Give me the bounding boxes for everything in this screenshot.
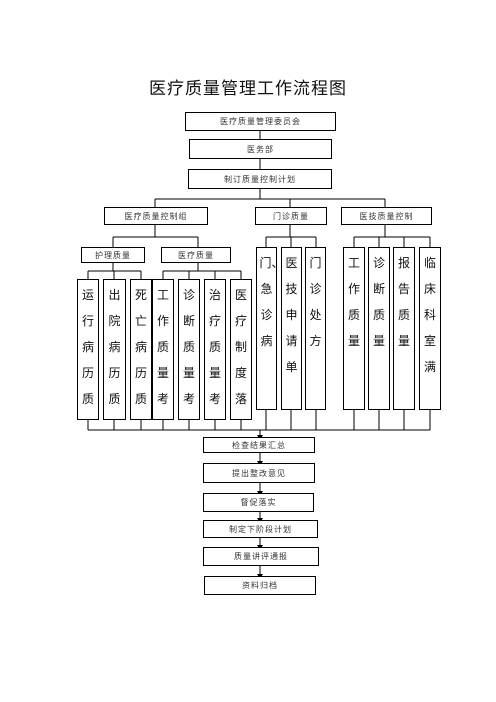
step-label-3: 督促落实 (240, 498, 277, 507)
column-box-2: 出院病历质 (103, 279, 126, 420)
column-box-6: 治疗质量考 (204, 279, 226, 420)
column-label-4: 工作质量考 (156, 288, 169, 406)
column-label-13: 报告质量 (397, 256, 410, 348)
column-box-14: 临床科室满 (419, 247, 441, 410)
column-label-10: 门诊处方 (309, 256, 322, 348)
nursing-quality-box: 护理质量 (81, 247, 145, 263)
step-box-6: 资料归档 (204, 576, 316, 595)
medical-quality-box: 医疗质量 (161, 247, 231, 263)
medical-quality-label: 医疗质量 (178, 250, 214, 260)
step-box-5: 质量讲评通报 (203, 547, 319, 566)
column-box-11: 工作质量 (343, 247, 365, 410)
step-label-5: 质量讲评通报 (234, 552, 288, 561)
step-label-6: 资料归档 (242, 581, 278, 590)
column-label-11: 工作质量 (347, 256, 360, 348)
medical-affairs-label: 医务部 (247, 144, 274, 154)
column-label-2: 出院病历质 (108, 288, 121, 406)
medical-qc-group-box: 医疗质量控制组 (104, 207, 208, 225)
column-label-12: 诊断质量 (372, 256, 385, 348)
committee-label: 医疗质量管理委员会 (220, 117, 301, 126)
plan-label: 制订质量控制计划 (224, 174, 296, 184)
column-box-5: 诊断质量考 (178, 279, 200, 420)
medtech-qc-label: 医技质量控制 (359, 211, 414, 221)
plan-box: 制订质量控制计划 (188, 169, 332, 189)
column-box-12: 诊断质量 (368, 247, 390, 410)
step-label-4: 制定下阶段计划 (229, 524, 292, 534)
medical-affairs-box: 医务部 (189, 139, 332, 159)
nursing-quality-label: 护理质量 (95, 250, 131, 260)
column-box-10: 门诊处方 (305, 247, 326, 410)
outpatient-quality-box: 门诊质量 (255, 207, 327, 225)
column-box-1: 运行病历质 (77, 279, 99, 420)
medical-qc-group-label: 医疗质量控制组 (124, 211, 188, 221)
column-label-6: 治疗质量考 (208, 288, 221, 406)
column-label-7: 医疗制度落 (234, 288, 247, 406)
step-label-2: 提出整改意见 (232, 468, 286, 478)
column-box-9: 医技申请单 (281, 247, 302, 410)
column-label-14: 临床科室满 (423, 256, 436, 374)
column-label-5: 诊断质量考 (182, 288, 195, 406)
column-label-1: 运行病历质 (81, 288, 94, 406)
step-box-3: 督促落实 (203, 493, 314, 512)
column-box-3: 死亡病历质 (130, 279, 152, 420)
committee-box: 医疗质量管理委员会 (185, 112, 336, 131)
page-title: 医疗质量管理工作流程图 (149, 79, 347, 99)
step-box-1: 检查结果汇总 (203, 437, 315, 453)
column-label-9: 医技申请单 (285, 256, 298, 374)
column-label-3: 死亡病历质 (134, 288, 147, 406)
column-box-7: 医疗制度落 (230, 279, 252, 420)
column-label-8: 门、急诊病 (259, 256, 284, 348)
column-box-8: 门、急诊病 (256, 247, 284, 410)
outpatient-quality-label: 门诊质量 (273, 211, 309, 221)
column-box-13: 报告质量 (393, 247, 415, 410)
step-box-2: 提出整改意见 (203, 463, 315, 483)
medtech-qc-box: 医技质量控制 (341, 207, 432, 225)
column-box-4: 工作质量考 (152, 279, 174, 420)
step-box-4: 制定下阶段计划 (203, 520, 318, 538)
step-label-1: 检查结果汇总 (232, 440, 286, 450)
